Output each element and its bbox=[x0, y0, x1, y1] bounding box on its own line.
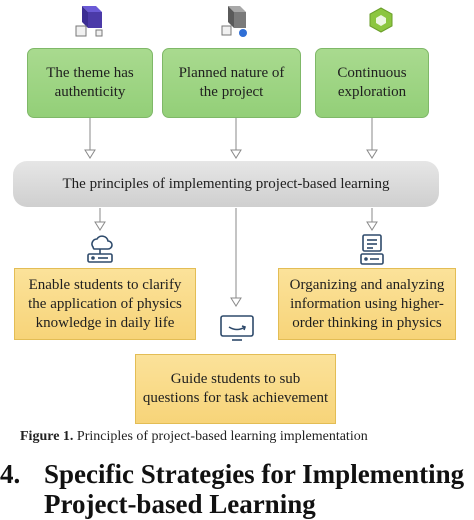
connector-layer bbox=[84, 118, 378, 307]
strategy-box-sub-questions: Guide students to sub questions for task… bbox=[135, 354, 336, 424]
figure-caption-text: Principles of project-based learning imp… bbox=[73, 429, 368, 444]
strategy-label: Enable students to clarify the applicati… bbox=[28, 276, 182, 331]
principle-label: Continuous exploration bbox=[337, 65, 407, 100]
gray-cube-icon bbox=[219, 2, 253, 38]
strategy-box-daily-life: Enable students to clarify the applicati… bbox=[14, 268, 196, 340]
principle-box-authenticity: The theme has authenticity bbox=[27, 48, 153, 118]
principles-bar: The principles of implementing project-b… bbox=[13, 161, 439, 207]
strategy-box-higher-order: Organizing and analyzing information usi… bbox=[278, 268, 456, 340]
principle-box-planned: Planned nature of the project bbox=[162, 48, 301, 118]
cloud-server-icon bbox=[84, 233, 116, 265]
section-number: 4. bbox=[0, 459, 21, 489]
section-title: Specific Strategies for Implementing bbox=[44, 459, 465, 489]
figure-number: Figure 1. bbox=[20, 429, 74, 444]
principle-box-exploration: Continuous exploration bbox=[315, 48, 429, 118]
document-server-icon bbox=[357, 233, 387, 267]
principles-bar-label: The principles of implementing project-b… bbox=[62, 175, 390, 192]
principle-label: Planned nature of the project bbox=[178, 65, 285, 100]
green-cube-icon bbox=[368, 6, 394, 34]
monitor-icon bbox=[218, 313, 256, 343]
blue-cube-icon bbox=[74, 2, 108, 38]
strategy-label: Guide students to sub questions for task… bbox=[142, 371, 329, 406]
strategy-label: Organizing and analyzing information usi… bbox=[289, 276, 445, 331]
figure-caption: Figure 1. Principles of project-based le… bbox=[20, 429, 368, 445]
principle-label: The theme has authenticity bbox=[46, 65, 134, 100]
